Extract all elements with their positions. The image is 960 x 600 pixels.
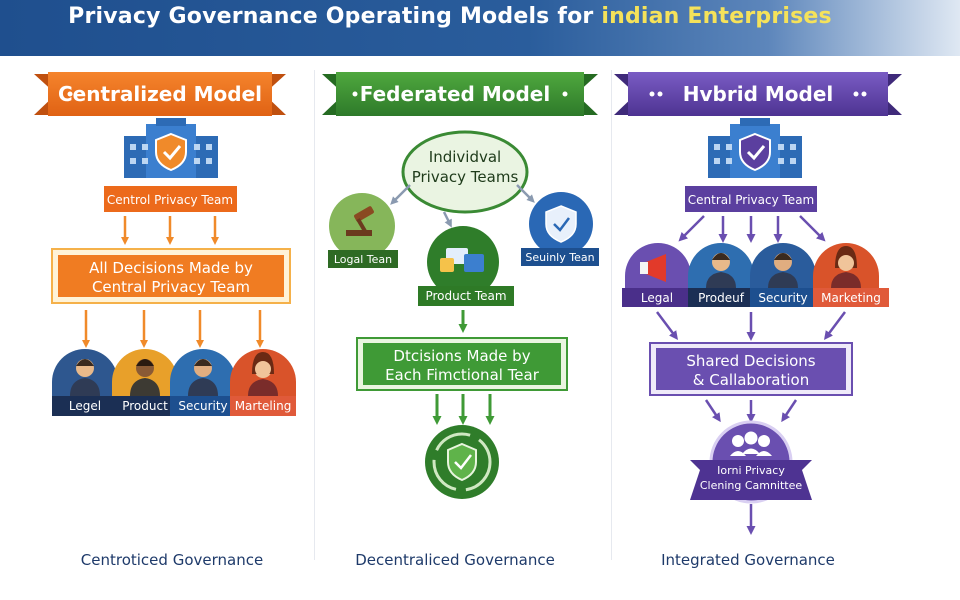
hybrid-banner: Hvbrid Model xyxy=(614,72,902,116)
federated-decision-line2: Each Fimctional Tear xyxy=(385,366,540,384)
committee-people-icon xyxy=(730,431,772,456)
central-privacy-team-label: Centrol Privacy Team xyxy=(107,193,233,207)
federated-banner: Federated Model xyxy=(322,72,598,116)
title-highlight: indian Enterprises xyxy=(601,4,832,29)
column-divider-2 xyxy=(611,70,612,560)
committee-line2: Clening Camnittee xyxy=(700,479,803,492)
steering-committee-node: Iorni Privacy Clening Camnittee xyxy=(690,420,812,504)
security-team-label: Seuinly Tean xyxy=(525,251,594,264)
hybrid-marketing-avatar: Marketing xyxy=(813,243,889,307)
hybrid-central-team-box xyxy=(685,186,817,212)
shared-decisions-line2: & Callaboration xyxy=(693,371,809,389)
person-security-avatar: Security xyxy=(170,349,236,416)
person-marketing-avatar: Marteling xyxy=(230,349,296,416)
legal-team-label: Logal Tean xyxy=(334,253,392,266)
person-marketing-label: Marteling xyxy=(235,399,292,413)
hybrid-product-avatar: Prodeuf xyxy=(688,243,754,307)
federated-banner-label: Federated Model xyxy=(360,82,550,106)
hybrid-column: Hvbrid Model Central Privacy Team xyxy=(614,72,902,569)
title-main: Privacy Governance Operating Models for xyxy=(68,4,602,29)
hybrid-legal-avatar: Legal xyxy=(622,243,692,307)
hybrid-security-label: Security xyxy=(758,291,807,305)
federated-column: Federated Model Individval Privacy Teams… xyxy=(322,72,599,569)
person-legal-label: Legel xyxy=(69,399,101,413)
column-divider-1 xyxy=(314,70,315,560)
centralized-banner-label: Centralized Model xyxy=(58,82,262,106)
centralized-banner: Centralized Model xyxy=(34,72,286,116)
compliance-cycle-icon xyxy=(425,425,499,499)
security-team-node: Seuinly Tean xyxy=(521,192,599,266)
building-shield-icon xyxy=(708,118,802,178)
hybrid-banner-label: Hvbrid Model xyxy=(683,82,833,106)
individual-teams-line2: Privacy Teams xyxy=(412,168,519,186)
central-decision-line2: Central Privacy Team xyxy=(92,278,250,296)
person-product-avatar: Product xyxy=(112,349,178,416)
hybrid-people-row: Legal Prodeuf Security xyxy=(622,243,889,307)
centralized-column: Centralized Model Centrol Privacy Team A… xyxy=(34,72,296,569)
product-team-label: Product Team xyxy=(425,289,506,303)
central-privacy-team-box xyxy=(104,186,237,212)
legal-team-node: Logal Tean xyxy=(328,193,398,268)
hybrid-marketing-label: Marketing xyxy=(821,291,881,305)
person-legal-avatar: Legel xyxy=(52,349,118,416)
header-bar: Privacy Governance Operating Models for … xyxy=(0,0,960,56)
individual-teams-node: Individval Privacy Teams xyxy=(401,130,529,214)
product-team-node: Product Team xyxy=(418,226,514,306)
hybrid-legal-label: Legal xyxy=(641,291,673,305)
centralized-footer: Centroticed Governance xyxy=(81,551,263,569)
federated-footer: Decentraliced Governance xyxy=(355,551,555,569)
central-people-row: Legel Product Security xyxy=(52,349,296,416)
federated-decision-line1: Dtcisions Made by xyxy=(393,347,530,365)
hybrid-footer: Integrated Governance xyxy=(661,551,835,569)
hybrid-central-team-label: Central Privacy Team xyxy=(688,193,815,207)
individual-teams-line1: Individval xyxy=(429,148,501,166)
hybrid-security-avatar: Security xyxy=(750,243,816,307)
hybrid-product-label: Prodeuf xyxy=(698,291,745,305)
person-product-label: Product xyxy=(122,399,168,413)
central-decision-line1: All Decisions Made by xyxy=(89,259,253,277)
page-title: Privacy Governance Operating Models for … xyxy=(0,4,900,29)
committee-line1: Iorni Privacy xyxy=(717,464,785,477)
shared-decisions-line1: Shared Decisions xyxy=(686,352,815,370)
person-security-label: Security xyxy=(178,399,227,413)
building-shield-icon xyxy=(124,118,218,178)
